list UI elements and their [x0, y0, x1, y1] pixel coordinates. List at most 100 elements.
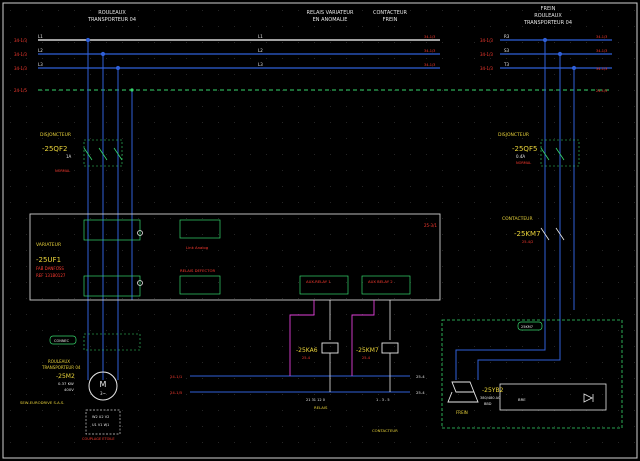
- bus-end-l2: 34-1/3: [424, 49, 435, 53]
- breaker-right-ref: -25QF5: [512, 145, 537, 153]
- busbars-right: 34-1/3 34-1/3 34-1/3 R3 S3 T3 34-1/3 34-…: [480, 34, 612, 93]
- contactor-caption: CONTACTEUR: [372, 428, 398, 433]
- bus-label-l2: L2: [38, 48, 43, 53]
- brake-spec-2: BBD: [484, 402, 492, 406]
- bus-mid-l1: L1: [258, 34, 263, 39]
- motor-connector-label: CONNEC: [54, 339, 70, 343]
- header-frein-1: FREIN: [541, 6, 556, 12]
- relay-out-bottom: 25-4: [416, 390, 425, 395]
- bus-right-ref-t: 34-1/3: [480, 66, 493, 71]
- brake-enclosure: [441, 319, 623, 429]
- column-headers: ROULEAUX TRANSPORTEUR 04 RELAIS VARIATEU…: [87, 6, 572, 26]
- bus-ref-l3: 34-1/3: [14, 66, 27, 71]
- brake-caption: FREIN: [456, 410, 468, 415]
- relay-out-top: 25-4: [416, 374, 425, 379]
- brake-tag-label: 25KM7: [521, 325, 533, 329]
- bus-label-l3: L3: [38, 62, 43, 67]
- motor-title-2: TRANSPORTEUR 04: [41, 365, 81, 370]
- coupling-box: [85, 409, 121, 435]
- brake-unit-label: BRE: [518, 397, 526, 402]
- motor-maker: SEW-EURODRIVE S.A.S.: [20, 400, 64, 405]
- bus-right-label-t: T3: [503, 62, 509, 67]
- bus-right-end-24v: 24-1/5: [596, 89, 607, 93]
- bus-mid-l3: L3: [258, 62, 263, 67]
- bus-label-l1: L1: [38, 34, 43, 39]
- drive-aux-relay-1: AUX RELAY 1: [306, 279, 331, 284]
- brake-unit-box: [499, 383, 607, 411]
- drive-enclosure: [29, 213, 441, 301]
- motor-connector-tag: [49, 335, 77, 345]
- drive-block-analog: Link Analog: [186, 245, 209, 250]
- brake-diode-icon: [583, 393, 593, 403]
- contactor-right-title: CONTACTEUR: [502, 216, 533, 222]
- drive-aux-relay-2: AUX RELAY 2: [368, 279, 393, 284]
- drive-unit: VARIATEUR -25UF1 FAB DANFOSS REF 131B012…: [29, 213, 441, 301]
- motor-symbol-m: M: [100, 380, 107, 389]
- relay-km7-ref: -25KM7: [356, 347, 379, 354]
- brake-ref: -25YB2: [482, 387, 504, 394]
- right-feeders: [455, 37, 577, 380]
- motor-section: CONNEC M 3~ ROULEAUX TRANSPORTEUR 04 -25…: [20, 333, 141, 441]
- header-contacteur-1: CONTACTEUR: [373, 10, 408, 16]
- header-relais-2: EN ANOMALIE: [313, 17, 348, 23]
- bus-right-label-r: R3: [504, 34, 510, 39]
- bus-end-l1: 34-1/3: [424, 35, 435, 39]
- drive-fab: FAB DANFOSS: [36, 266, 64, 271]
- relay-input-top: 24-1/1: [170, 374, 183, 379]
- bus-right-end-r: 34-1/3: [596, 35, 607, 39]
- coupling-box-cells: W2 U2 V2: [92, 415, 109, 419]
- breaker-right-title: DISJONCTEUR: [498, 132, 529, 138]
- breaker-left-title: DISJONCTEUR: [40, 132, 71, 138]
- contactor-right-sub: 25-4/2: [522, 240, 533, 244]
- bus-ref-24v: 24-1/5: [14, 88, 27, 93]
- relay-caption: RELAIS: [314, 405, 328, 410]
- bus-right-ref-r: 34-1/3: [480, 38, 493, 43]
- motor-symbol-phase: 3~: [100, 391, 106, 396]
- coupling-caption: COUPLAGE ETOILE: [82, 437, 115, 441]
- header-frein-3: TRANSPORTEUR 04: [523, 20, 572, 26]
- relay-ka6-sub: 25-4: [302, 356, 311, 360]
- drive-block-relay: RELAIS DEFECTOR: [180, 268, 215, 273]
- breaker-right-rating: 0.4A: [516, 154, 525, 159]
- relay-section: -25KA6 25-4 -25KM7 25-4 24-1/1 24-1/5 25…: [170, 300, 425, 433]
- bus-right-label-s: S3: [504, 48, 510, 53]
- bus-right-end-t: 34-1/3: [596, 67, 607, 71]
- motor-ref: -25M2: [56, 373, 75, 380]
- bus-end-l3: 34-1/3: [424, 63, 435, 67]
- bus-right-end-s: 34-1/3: [596, 49, 607, 53]
- breaker-right-note: NORMAL: [516, 161, 531, 165]
- motor-voltage: 400V: [64, 387, 74, 392]
- header-rouleaux-2: TRANSPORTEUR 04: [87, 17, 136, 23]
- motor-power: 0.37 KW: [58, 381, 74, 386]
- contactor-contact-nums: 1 - 3 - 5: [376, 398, 390, 402]
- relay-ka6-ref: -25KA6: [296, 347, 318, 354]
- header-rouleaux-1: ROULEAUX: [98, 10, 126, 16]
- breaker-left-rating: 1A: [66, 154, 72, 159]
- breaker-left: DISJONCTEUR -25QF2 1A NORMAL: [40, 132, 123, 173]
- drive-ref: -25UF1: [36, 256, 61, 264]
- bus-mid-l2: L2: [258, 48, 263, 53]
- drive-refno: REF 131B0127: [36, 273, 66, 278]
- relay-km7-sub: 25-4: [362, 356, 371, 360]
- bus-ref-l1: 34-1/3: [14, 38, 27, 43]
- contactor-right-ref: -25KM7: [514, 230, 541, 238]
- bus-ref-l2: 34-1/3: [14, 52, 27, 57]
- header-contacteur-2: FREIN: [383, 17, 398, 23]
- brake-spec-1: 380/480 AC: [480, 396, 501, 400]
- relay-contact-nums: 21 31 12 0: [306, 398, 325, 402]
- header-relais-1: RELAIS VARIATEUR: [306, 10, 354, 16]
- breaker-right: DISJONCTEUR -25QF5 0.4A NORMAL: [498, 132, 580, 167]
- brake-tag: [517, 321, 543, 331]
- grid-dots: [10, 10, 635, 443]
- breaker-left-ref: -25QF2: [42, 145, 67, 153]
- motor-symbol: [88, 371, 118, 401]
- left-feeders: [85, 37, 134, 380]
- coupling-box-cells-2: U1 V1 W1: [92, 423, 109, 427]
- breaker-left-note: NORMAL: [55, 169, 70, 173]
- bus-right-ref-s: 34-1/3: [480, 52, 493, 57]
- motor-title-1: ROULEAUX: [48, 359, 70, 364]
- header-frein-2: ROULEAUX: [534, 13, 562, 19]
- contactor-right: CONTACTEUR -25KM7 25-4/2: [502, 216, 565, 244]
